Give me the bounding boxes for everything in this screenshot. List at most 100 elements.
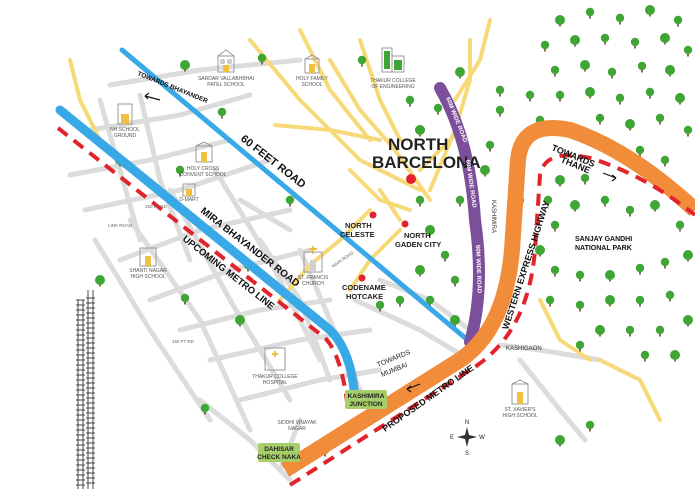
tree-icon (555, 15, 565, 27)
nh-school-icon (117, 103, 133, 125)
tree-icon (540, 40, 550, 52)
tree-icon (585, 420, 595, 432)
tree-icon (600, 195, 610, 207)
north-barcelona-marker[interactable] (406, 174, 416, 184)
arrow-mumbai (406, 383, 421, 390)
tree-icon (395, 295, 405, 307)
dahisar-label-2: CHECK NAKA (257, 454, 301, 461)
kashimira-junction-label-1: KASHIMIRA (348, 393, 385, 400)
tree-icon (660, 155, 670, 167)
kashimira-junction-box[interactable]: KASHIMIRA JUNCTION (345, 390, 387, 409)
nh-school-label-2: GROUND (114, 133, 137, 139)
tree-icon (683, 315, 693, 327)
north-celeste-label-2: CELESTE (340, 230, 375, 239)
yellow-roads (68, 18, 662, 422)
tree-icon (605, 270, 615, 282)
d-mart-icon (182, 183, 196, 197)
codename-label-1: CODENAME (342, 283, 386, 292)
tree-icon (495, 85, 505, 97)
tree-icon (630, 37, 640, 49)
sixty-feet-road-label: 60 FEET ROAD (238, 133, 308, 191)
link-road-label: LINK ROAD (108, 223, 133, 228)
codename-hotcake-marker[interactable] (358, 274, 366, 282)
tree-icon (575, 300, 585, 312)
north-celeste-label-1: NORTH (345, 221, 372, 230)
tree-icon (625, 119, 635, 131)
hospital-label-2: HOSPITAL (263, 380, 288, 386)
tree-icon (580, 60, 590, 72)
north-celeste-marker[interactable] (369, 211, 377, 219)
dahisar-label-1: DAHISAR (264, 446, 294, 453)
tree-icon (550, 65, 560, 77)
tree-icon (285, 195, 295, 207)
mira-bhayander-road (55, 105, 360, 405)
sixty-m-wide-road (434, 82, 485, 348)
siddhi-label-1: SIDDHI VINAYAK (277, 420, 317, 426)
western-express-highway (280, 120, 695, 477)
tree-icon (580, 173, 590, 185)
st-xavier-label-2: HIGH SCHOOL (502, 413, 537, 419)
tree-icon (645, 5, 655, 17)
tree-icon (257, 53, 267, 65)
tree-icon (415, 195, 425, 207)
tree-icon (235, 315, 245, 327)
tree-icon (550, 265, 560, 277)
tree-icon (200, 403, 210, 415)
tree-icon (555, 90, 565, 102)
tree-icon (625, 205, 635, 217)
tree-icon (585, 87, 595, 99)
holy-family-label-1: HOLY FAMILY (296, 76, 329, 82)
arrow-thane (602, 172, 617, 179)
tree-icon (535, 245, 545, 257)
tree-icon (670, 350, 680, 362)
shanti-school-icon (139, 247, 157, 267)
tree-icon (637, 61, 647, 73)
tree-icon (683, 45, 693, 57)
tree-icon (555, 435, 565, 447)
st-xavier-icon (511, 379, 529, 405)
tree-icon (675, 93, 685, 105)
thakur-college-icon (381, 47, 405, 73)
tree-icon (180, 293, 190, 305)
codename-label-2: HOTCAKE (346, 292, 383, 301)
project-title-line2: BARCELONA (372, 153, 481, 172)
tree-icon (683, 250, 693, 262)
holy-family-icon (304, 54, 320, 74)
dahisar-check-naka-box[interactable]: DAHISAR CHECK NAKA (257, 443, 301, 462)
north-gaden-marker[interactable] (401, 220, 409, 228)
shanti-label-2: HIGH SCHOOL (130, 274, 165, 280)
arrow-bhayander (144, 95, 161, 101)
compass-n: N (465, 420, 469, 426)
tree-icon (655, 325, 665, 337)
tree-icon (575, 340, 585, 352)
tree-icon (455, 67, 465, 79)
tree-icon (600, 33, 610, 45)
tree-icon (480, 165, 490, 177)
hospital-icon (264, 347, 286, 371)
tree-icon (570, 35, 580, 47)
tree-icon (425, 295, 435, 307)
sardar-label-1: SARDAR VALLABHBHAI (198, 76, 254, 82)
tree-icon (545, 295, 555, 307)
sanjay-label-1: SANJAY GANDHI (575, 236, 632, 243)
tree-icon (595, 325, 605, 337)
tree-icon (585, 7, 595, 19)
compass-w: W (479, 435, 485, 441)
tree-icon (175, 165, 185, 177)
kashigaon-label: KASHIGAON (506, 346, 542, 352)
tree-icon (433, 103, 443, 115)
north-gaden-label-1: NORTH (404, 231, 431, 240)
school-icons (117, 47, 529, 405)
direction-arrows (144, 92, 617, 393)
nh-school-label-1: NH SCHOOL (110, 127, 140, 133)
kashimira-label: KASHIMIRA (490, 200, 496, 233)
tree-icon (455, 195, 465, 207)
tree-icon (450, 315, 460, 327)
tree-icon (660, 33, 670, 45)
tree-icon (550, 220, 560, 232)
sixty-feet-road (119, 47, 473, 345)
tree-icon (635, 263, 645, 275)
tree-icon (635, 295, 645, 307)
tree-icon (640, 350, 650, 362)
tree-icon (405, 95, 415, 107)
